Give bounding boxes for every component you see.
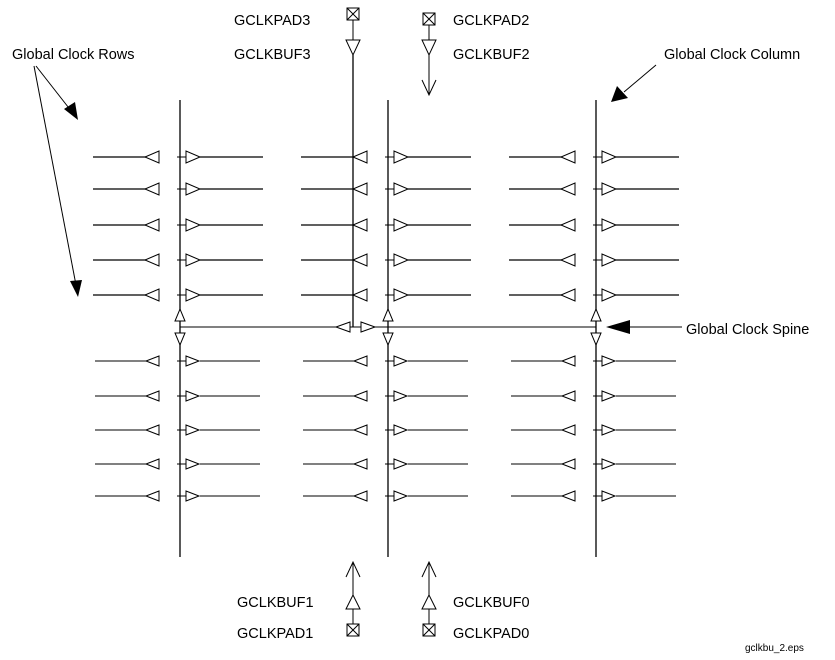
- row-buffer-right: [601, 458, 617, 470]
- row-buffer-left: [144, 458, 160, 470]
- row-buffer-right: [601, 182, 618, 196]
- row-buffer-right: [393, 288, 410, 302]
- row-buffer-left: [143, 253, 160, 267]
- column-buffer-down: [382, 332, 394, 347]
- row-buffer-right: [185, 150, 202, 164]
- gclkbuf1-label: GCLKBUF1: [237, 595, 314, 611]
- gclkbuf1-buffer: [345, 593, 361, 610]
- row-buffer-left: [143, 182, 160, 196]
- row-buffer-left: [351, 253, 368, 267]
- row-buffer-left: [559, 288, 576, 302]
- row-buffer-right: [393, 424, 409, 436]
- row-buffer-left: [352, 458, 368, 470]
- row-buffer-right: [393, 150, 410, 164]
- row-buffer-right: [393, 458, 409, 470]
- row-buffer-left: [560, 458, 576, 470]
- row-buffer-left: [559, 150, 576, 164]
- row-buffer-left: [560, 490, 576, 502]
- row-buffer-right: [601, 390, 617, 402]
- row-buffer-right: [393, 182, 410, 196]
- row-buffer-right: [185, 253, 202, 267]
- column-buffer-up: [382, 307, 394, 322]
- row-buffer-left: [144, 390, 160, 402]
- callout-arrowhead: [70, 280, 82, 297]
- gclkbuf0-label: GCLKBUF0: [453, 595, 530, 611]
- row-buffer-right: [601, 150, 618, 164]
- gclkbuf2-buffer: [421, 39, 437, 57]
- row-buffer-right: [185, 288, 202, 302]
- callout-arrowhead: [611, 86, 628, 102]
- row-buffer-right: [393, 390, 409, 402]
- row-buffer-right: [185, 182, 202, 196]
- row-buffer-left: [143, 288, 160, 302]
- row-buffer-right: [393, 218, 410, 232]
- gclkpad2-label: GCLKPAD2: [453, 13, 529, 29]
- callout-rows-line-1: [35, 65, 73, 113]
- row-buffer-right: [393, 490, 409, 502]
- row-buffer-left: [559, 182, 576, 196]
- global-clock-spine-label: Global Clock Spine: [686, 322, 809, 338]
- row-buffer-right: [185, 458, 201, 470]
- gclkpad0-label: GCLKPAD0: [453, 626, 529, 642]
- gclkbuf2-label: GCLKBUF2: [453, 47, 530, 63]
- row-buffer-right: [185, 390, 201, 402]
- column-buffer-up: [590, 307, 602, 322]
- arrow-icon: [421, 79, 437, 97]
- row-buffer-left: [559, 218, 576, 232]
- row-buffer-right: [601, 490, 617, 502]
- row-buffer-right: [601, 355, 617, 367]
- gclkpad3-label: GCLKPAD3: [234, 13, 310, 29]
- callout-arrowhead: [64, 102, 78, 120]
- global-clock-column-label: Global Clock Column: [664, 47, 800, 63]
- row-buffer-left: [351, 150, 368, 164]
- row-buffer-left: [143, 150, 160, 164]
- row-buffer-left: [143, 218, 160, 232]
- row-buffer-right: [185, 218, 202, 232]
- row-buffer-right: [185, 490, 201, 502]
- row-buffer-left: [560, 355, 576, 367]
- row-buffer-left: [352, 355, 368, 367]
- row-buffer-left: [351, 288, 368, 302]
- spine-buffer-right: [360, 321, 377, 333]
- row-buffer-left: [351, 182, 368, 196]
- row-buffer-right: [185, 424, 201, 436]
- row-buffer-right: [601, 218, 618, 232]
- gclkbuf3-label: GCLKBUF3: [234, 47, 311, 63]
- column-buffer-down: [590, 332, 602, 347]
- row-buffer-left: [352, 490, 368, 502]
- row-buffer-right: [601, 288, 618, 302]
- gclkpad1-label: GCLKPAD1: [237, 626, 313, 642]
- gclkbuf0-buffer: [421, 593, 437, 610]
- callout-column-line: [623, 64, 657, 93]
- column-buffer-up: [174, 307, 186, 322]
- callout-rows-line-2: [33, 65, 77, 286]
- row-buffer-left: [559, 253, 576, 267]
- row-buffer-left: [144, 424, 160, 436]
- pad-x: [346, 623, 360, 637]
- gclkbuf3-buffer: [345, 39, 361, 57]
- row-buffer-left: [352, 424, 368, 436]
- row-buffer-left: [352, 390, 368, 402]
- callout-arrowhead: [606, 320, 630, 334]
- row-buffer-right: [185, 355, 201, 367]
- spine-buffer-left: [334, 321, 351, 333]
- row-buffer-left: [560, 424, 576, 436]
- column-buffer-down: [174, 332, 186, 347]
- row-buffer-right: [393, 355, 409, 367]
- pad-x: [422, 12, 436, 26]
- global-clock-rows-label: Global Clock Rows: [12, 47, 135, 63]
- filename-label: gclkbu_2.eps: [745, 643, 804, 654]
- row-buffer-right: [393, 253, 410, 267]
- row-buffer-left: [144, 490, 160, 502]
- row-buffer-right: [601, 424, 617, 436]
- row-buffer-left: [560, 390, 576, 402]
- row-buffer-right: [601, 253, 618, 267]
- pad-x: [346, 7, 360, 21]
- pad-x: [422, 623, 436, 637]
- row-buffer-left: [144, 355, 160, 367]
- row-buffer-left: [351, 218, 368, 232]
